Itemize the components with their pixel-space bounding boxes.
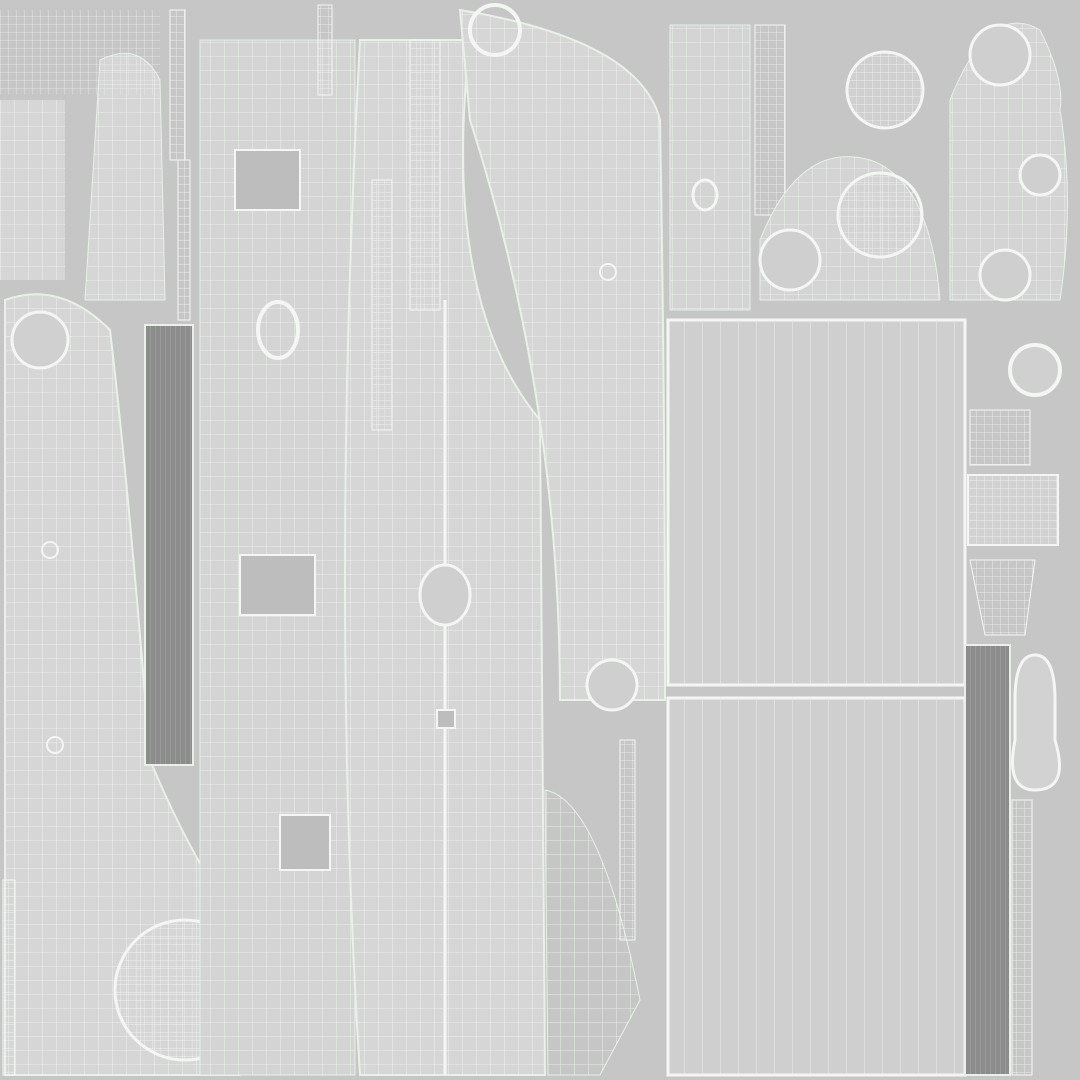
- thin-strips: [2, 4, 636, 1076]
- right-small-pieces: [967, 343, 1062, 792]
- dark-strip-left: [144, 324, 194, 766]
- curved-island: [458, 3, 667, 1076]
- right-thin-strip: [1011, 799, 1033, 1076]
- top-right-cluster: [669, 22, 1068, 311]
- dark-strip-right: [964, 644, 1011, 1076]
- top-left-islands: [0, 10, 166, 301]
- panel-lower: [666, 696, 967, 1077]
- column-island: [199, 39, 356, 1076]
- center-island: [344, 39, 547, 1076]
- panel-upper: [666, 318, 967, 687]
